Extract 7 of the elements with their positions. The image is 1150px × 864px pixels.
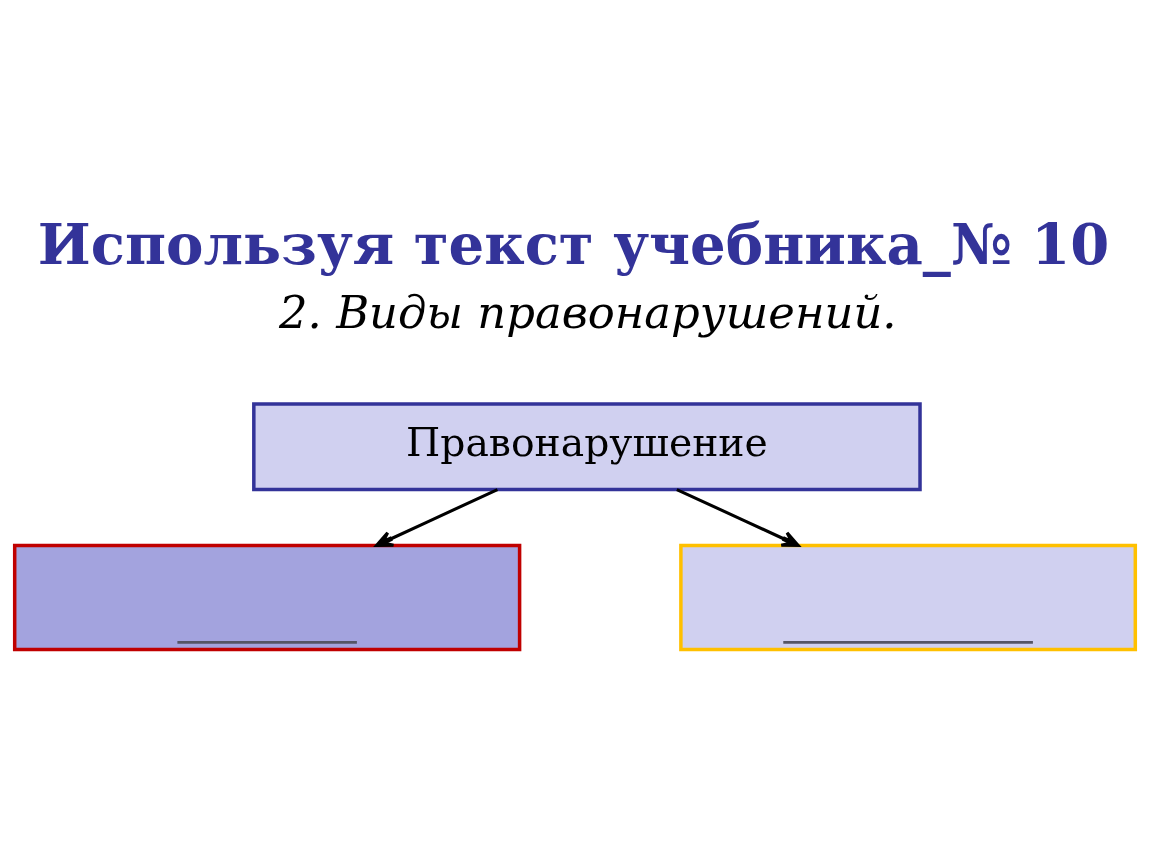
node-box	[12, 543, 522, 652]
arrow	[676, 488, 800, 548]
arrow	[375, 488, 499, 548]
node-box	[679, 543, 1138, 652]
label: 2. Виды правонарушений.	[279, 285, 897, 339]
diagram-title: Используя текст учебника_№ 10	[37, 210, 1110, 277]
node-box: Правонарушение	[252, 402, 922, 492]
